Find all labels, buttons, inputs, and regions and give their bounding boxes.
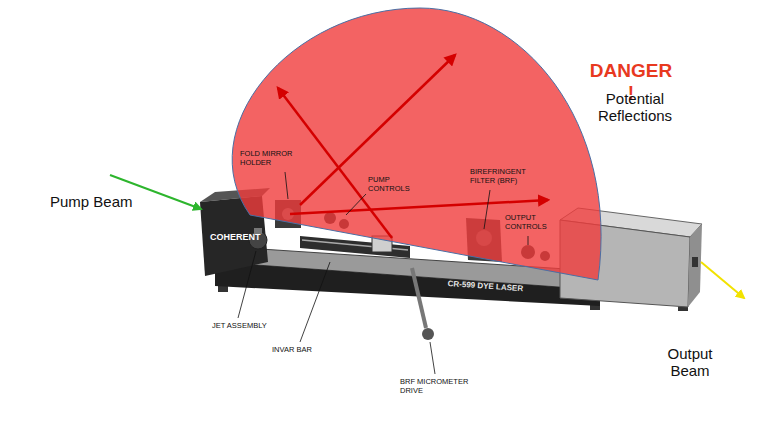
leader-line — [300, 262, 330, 342]
beam-label: Pump Beam — [50, 193, 150, 210]
brand-logo-text: COHERENT — [210, 232, 261, 242]
part-label: INVAR BAR — [272, 346, 332, 355]
beam-label: Output Beam — [655, 345, 725, 380]
leader-line — [346, 194, 366, 215]
part-label: BIREFRINGENT FILTER (BRF) — [470, 168, 542, 185]
danger-zone — [232, 8, 601, 280]
micrometer-handle — [412, 268, 426, 328]
leader-line — [430, 342, 435, 374]
leader-line — [528, 236, 529, 245]
reflection-arrow — [300, 55, 455, 205]
warning-note: Potential Reflections — [589, 90, 681, 125]
leader-line — [285, 172, 288, 199]
part-label: OUTPUT CONTROLS — [505, 214, 560, 231]
reflection-arrow — [278, 88, 392, 238]
micrometer-knob — [422, 328, 434, 340]
output-box-side — [688, 224, 702, 307]
output-aperture — [692, 257, 698, 267]
output-beam — [701, 262, 744, 298]
part-label: PUMP CONTROLS — [368, 176, 418, 193]
leader-line — [238, 251, 256, 318]
part-label: JET ASSEMBLY — [212, 322, 282, 331]
leader-line — [484, 190, 490, 229]
reflection-arrow — [290, 200, 548, 214]
part-label: BRF MICROMETER DRIVE — [400, 378, 482, 395]
part-label: FOLD MIRROR HOLDER — [240, 150, 298, 167]
